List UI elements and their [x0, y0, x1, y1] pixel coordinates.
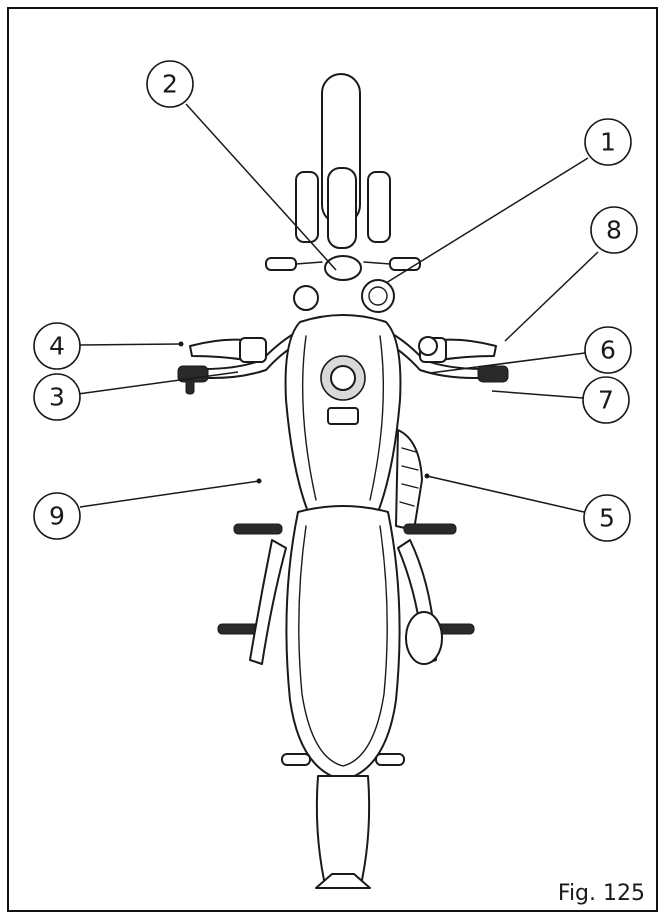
- engine-fins: [399, 447, 419, 507]
- front-left-indicator: [265, 257, 297, 271]
- callout-7-label: 7: [598, 386, 614, 415]
- fuel-cap-center: [330, 365, 356, 391]
- leader-lines: [77, 103, 599, 513]
- speedometer: [361, 279, 395, 313]
- rear-fender: [315, 775, 371, 881]
- callout-3: 3: [33, 373, 81, 421]
- callout-5-label: 5: [599, 504, 615, 533]
- callout-2: 2: [146, 60, 194, 108]
- brake-reservoir: [418, 336, 438, 356]
- leader-line-6: [429, 352, 586, 374]
- leader-line-2: [185, 103, 337, 271]
- leader-line-3: [77, 371, 239, 395]
- leader-line-5: [426, 475, 585, 513]
- right-fork-tube: [367, 171, 391, 243]
- leader-line-1: [385, 157, 589, 284]
- callout-1: 1: [584, 118, 632, 166]
- callout-9: 9: [33, 492, 81, 540]
- left-fork-tube: [295, 171, 319, 243]
- throttle-grip: [477, 365, 509, 383]
- tank-contours: [301, 335, 385, 501]
- rear-left-indicator: [281, 753, 311, 766]
- left-bar-end: [185, 379, 195, 395]
- right-front-footpeg: [403, 523, 457, 535]
- right-engine-cover: [395, 429, 423, 531]
- callout-9-label: 9: [49, 502, 65, 531]
- indicator-stalks: [295, 261, 391, 265]
- tank-badge: [327, 407, 359, 425]
- leader-line-9: [79, 480, 260, 508]
- seat-stitching: [298, 525, 388, 767]
- callout-6: 6: [584, 326, 632, 374]
- leader-line-8: [504, 251, 599, 342]
- number-plate-bracket: [315, 873, 371, 889]
- figure-caption: Fig. 125: [557, 881, 645, 906]
- callout-1-label: 1: [600, 128, 616, 157]
- motorcycle-illustration: [177, 73, 509, 889]
- callout-8-label: 8: [606, 216, 622, 245]
- leader-line-4: [79, 343, 182, 346]
- callout-3-label: 3: [49, 383, 65, 412]
- callout-6-label: 6: [600, 336, 616, 365]
- callout-4-label: 4: [49, 332, 65, 361]
- callout-5: 5: [583, 494, 631, 542]
- left-rear-shock: [249, 539, 287, 665]
- left-switch-cube: [239, 337, 267, 363]
- exhaust-muffler-end: [405, 611, 443, 665]
- headlamp-nacelle: [324, 255, 362, 281]
- leader-line-7: [491, 390, 584, 399]
- rear-right-indicator: [375, 753, 405, 766]
- front-fender: [327, 167, 357, 249]
- left-mirror-base: [293, 285, 319, 311]
- callout-2-label: 2: [162, 70, 178, 99]
- left-front-footpeg: [233, 523, 283, 535]
- speedometer-dial: [368, 286, 388, 306]
- callout-8: 8: [590, 206, 638, 254]
- callout-4: 4: [33, 322, 81, 370]
- callout-7: 7: [582, 376, 630, 424]
